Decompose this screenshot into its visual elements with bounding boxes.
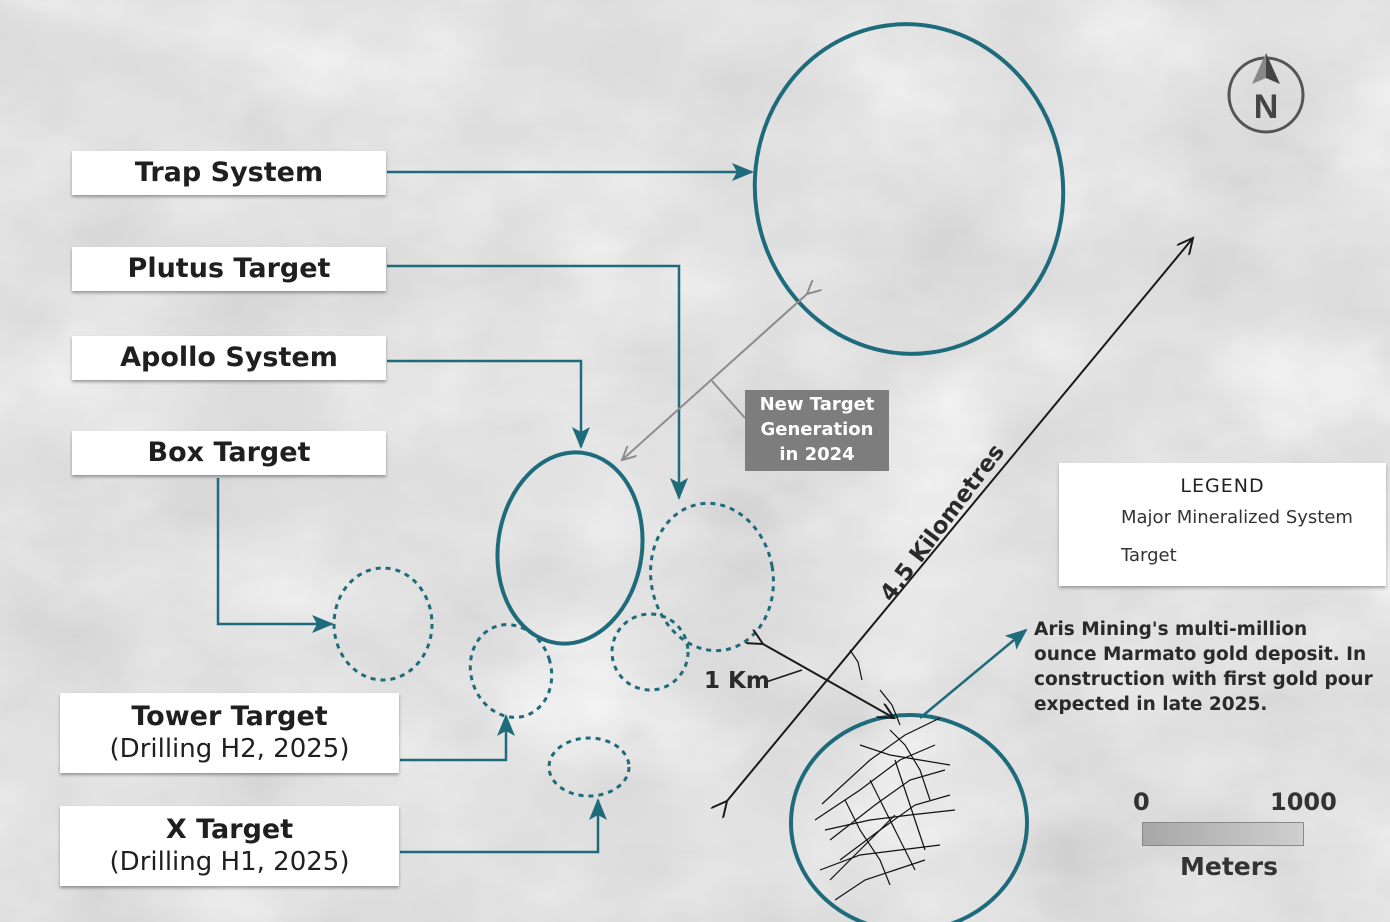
- new-target-line-1: New Target: [759, 394, 875, 415]
- plutus-target-text: Plutus Target: [127, 253, 331, 284]
- legend-panel: LEGEND Major Mineralized System Target: [1059, 463, 1386, 586]
- x-target-label: X Target (Drilling H1, 2025): [60, 806, 399, 886]
- legend-title: LEGEND: [1180, 475, 1265, 497]
- north-pointer-light-icon: [1252, 53, 1266, 84]
- x-connector: [400, 798, 607, 854]
- north-letter: N: [1254, 88, 1279, 126]
- x-target-subtext: (Drilling H1, 2025): [109, 847, 350, 877]
- plutus-target-label: Plutus Target: [72, 247, 386, 291]
- tower-target-text: Tower Target: [131, 701, 328, 732]
- legend-target-label: Target: [1121, 545, 1177, 566]
- tower-target-ellipse: [468, 623, 554, 719]
- legend-major-label: Major Mineralized System: [1121, 507, 1353, 528]
- scale-start-label: 0: [1133, 788, 1150, 816]
- new-target-line-3: in 2024: [779, 444, 855, 465]
- apollo-system-ellipse: [495, 450, 645, 646]
- tower-connector: [400, 714, 515, 762]
- north-pointer-icon: [1266, 53, 1280, 84]
- x-target-text: X Target: [165, 814, 294, 845]
- new-target-line-2: Generation: [760, 419, 874, 440]
- small-target-ellipse: [610, 612, 690, 692]
- box-target-label: Box Target: [72, 431, 386, 475]
- scale-end-label: 1000: [1270, 788, 1337, 816]
- box-target-text: Box Target: [147, 437, 311, 468]
- north-arrow: N: [1227, 53, 1305, 134]
- trap-system-text: Trap System: [134, 157, 324, 188]
- km-arrow: [763, 644, 894, 718]
- marmato-annotation: Aris Mining's multi-million ounce Marmat…: [1034, 619, 1373, 715]
- apollo-system-text: Apollo System: [120, 342, 338, 373]
- box-connector: [216, 478, 334, 633]
- scale-bar: [1142, 822, 1304, 846]
- apollo-connector: [387, 359, 590, 449]
- tower-target-label: Tower Target (Drilling H2, 2025): [60, 693, 399, 773]
- new-target-callout: New Target Generation in 2024: [745, 390, 889, 471]
- km-pointer: [765, 669, 803, 683]
- km-label: 1 Km: [704, 668, 770, 694]
- x-target-ellipse: [547, 736, 631, 798]
- scale-unit-label: Meters: [1180, 852, 1278, 881]
- trap-system-label: Trap System: [72, 151, 386, 195]
- box-target-ellipse: [332, 566, 434, 682]
- tower-target-subtext: (Drilling H2, 2025): [109, 734, 350, 764]
- apollo-system-label: Apollo System: [72, 336, 386, 380]
